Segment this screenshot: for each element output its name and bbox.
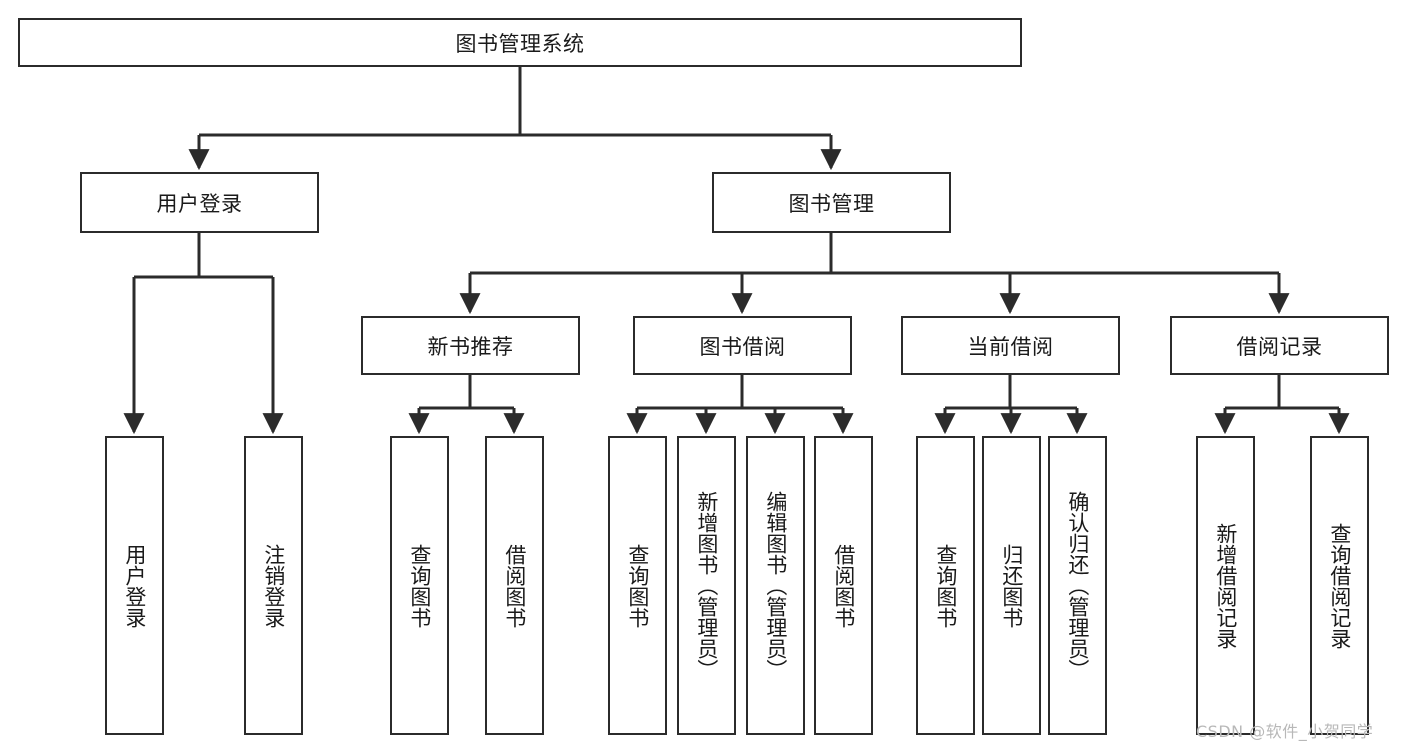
node-leaf-edit-book-admin[interactable]: 编辑图书（管理员） [746, 436, 805, 735]
node-leaf-borrow-book-1-label: 借阅图书 [502, 543, 527, 628]
node-user-login[interactable]: 用户登录 [80, 172, 319, 233]
node-leaf-return-book-label: 归还图书 [999, 543, 1024, 628]
node-leaf-edit-book-admin-label: 编辑图书（管理员） [763, 491, 788, 680]
node-leaf-add-borrow-record-label: 新增借阅记录 [1213, 522, 1238, 649]
node-leaf-logout-label: 注销登录 [261, 543, 286, 628]
node-root-label: 图书管理系统 [455, 31, 585, 56]
node-leaf-add-book-admin-label: 新增图书（管理员） [694, 491, 719, 680]
node-new-book-recommend[interactable]: 新书推荐 [361, 316, 580, 375]
node-leaf-query-book-2[interactable]: 查询图书 [608, 436, 667, 735]
node-leaf-logout[interactable]: 注销登录 [244, 436, 303, 735]
node-leaf-query-book-2-label: 查询图书 [625, 543, 650, 628]
node-leaf-add-borrow-record[interactable]: 新增借阅记录 [1196, 436, 1255, 735]
node-leaf-confirm-return-admin[interactable]: 确认归还（管理员） [1048, 436, 1107, 735]
node-borrow-record-label: 借阅记录 [1236, 334, 1323, 359]
node-leaf-return-book[interactable]: 归还图书 [982, 436, 1041, 735]
node-leaf-user-login[interactable]: 用户登录 [105, 436, 164, 735]
node-leaf-query-book-1-label: 查询图书 [407, 543, 432, 628]
node-user-login-label: 用户登录 [156, 191, 243, 216]
node-leaf-user-login-label: 用户登录 [122, 543, 147, 628]
node-book-manage[interactable]: 图书管理 [712, 172, 951, 233]
node-leaf-query-book-3[interactable]: 查询图书 [916, 436, 975, 735]
node-new-book-recommend-label: 新书推荐 [427, 334, 514, 359]
node-current-borrow[interactable]: 当前借阅 [901, 316, 1120, 375]
node-leaf-query-book-3-label: 查询图书 [933, 543, 958, 628]
node-leaf-query-borrow-record-label: 查询借阅记录 [1327, 522, 1352, 649]
node-leaf-query-borrow-record[interactable]: 查询借阅记录 [1310, 436, 1369, 735]
node-leaf-confirm-return-admin-label: 确认归还（管理员） [1065, 491, 1090, 680]
node-book-borrow[interactable]: 图书借阅 [633, 316, 852, 375]
node-book-manage-label: 图书管理 [788, 191, 875, 216]
node-borrow-record[interactable]: 借阅记录 [1170, 316, 1389, 375]
node-leaf-add-book-admin[interactable]: 新增图书（管理员） [677, 436, 736, 735]
node-root[interactable]: 图书管理系统 [18, 18, 1022, 67]
node-current-borrow-label: 当前借阅 [967, 334, 1054, 359]
node-leaf-borrow-book-1[interactable]: 借阅图书 [485, 436, 544, 735]
node-book-borrow-label: 图书借阅 [699, 334, 786, 359]
node-leaf-borrow-book-2[interactable]: 借阅图书 [814, 436, 873, 735]
node-leaf-borrow-book-2-label: 借阅图书 [831, 543, 856, 628]
node-leaf-query-book-1[interactable]: 查询图书 [390, 436, 449, 735]
